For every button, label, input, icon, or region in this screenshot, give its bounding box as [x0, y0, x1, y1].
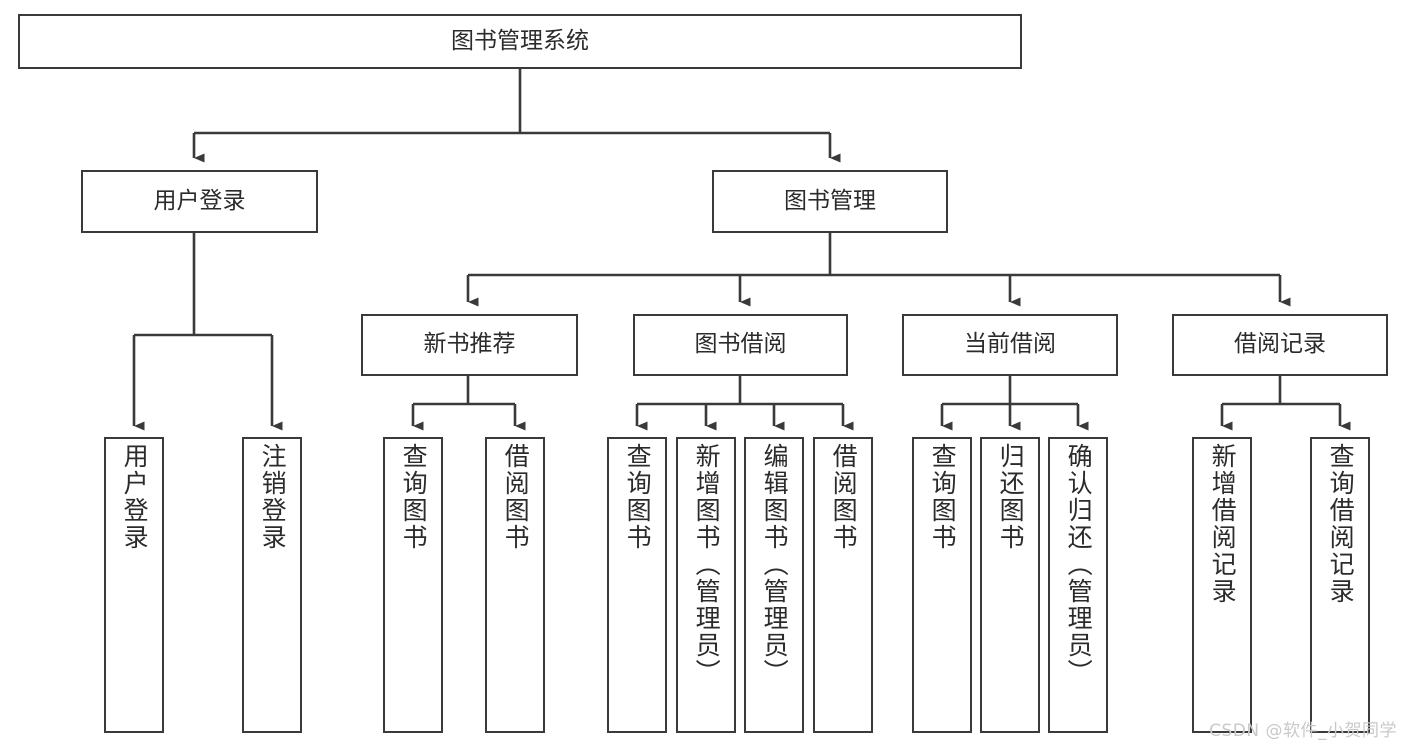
leaf-edit-book-admin[interactable]: 编辑图书（管理员） [744, 437, 804, 733]
node-label: 图书管理系统 [451, 27, 589, 54]
node-label: 新增借阅记录 [1208, 443, 1238, 605]
leaf-add-book-admin[interactable]: 新增图书（管理员） [676, 437, 736, 733]
node-label: 查询图书 [928, 443, 958, 551]
node-label: 借阅图书 [501, 443, 531, 551]
watermark-text: CSDN @软件_小贺同学 [1209, 721, 1397, 741]
node-label: 用户登录 [153, 187, 246, 214]
leaf-query-book-recommend[interactable]: 查询图书 [383, 437, 443, 733]
leaf-borrow-book-recommend[interactable]: 借阅图书 [485, 437, 545, 733]
node-label: 查询图书 [623, 443, 653, 551]
node-label: 确认归还（管理员） [1064, 443, 1094, 686]
node-label: 归还图书 [996, 443, 1026, 551]
leaf-query-book-borrow[interactable]: 查询图书 [607, 437, 667, 733]
node-label: 编辑图书（管理员） [760, 443, 790, 686]
node-label: 借阅记录 [1234, 331, 1326, 358]
leaf-logout-login[interactable]: 注销登录 [242, 437, 302, 733]
node-book-borrow[interactable]: 图书借阅 [633, 314, 848, 376]
leaf-query-borrow-record[interactable]: 查询借阅记录 [1310, 437, 1370, 733]
leaf-add-borrow-record[interactable]: 新增借阅记录 [1192, 437, 1252, 733]
node-label: 查询图书 [399, 443, 429, 551]
node-label: 当前借阅 [964, 331, 1056, 358]
node-label: 新增图书（管理员） [692, 443, 722, 686]
leaf-borrow-book[interactable]: 借阅图书 [813, 437, 873, 733]
node-label: 图书管理 [784, 187, 876, 214]
node-current-borrow[interactable]: 当前借阅 [902, 314, 1118, 376]
leaf-confirm-return-admin[interactable]: 确认归还（管理员） [1048, 437, 1108, 733]
node-label: 图书借阅 [694, 331, 787, 358]
node-borrow-record[interactable]: 借阅记录 [1172, 314, 1388, 376]
node-label: 查询借阅记录 [1326, 443, 1356, 605]
node-label: 用户登录 [120, 443, 150, 551]
node-book-management[interactable]: 图书管理 [712, 170, 948, 233]
node-user-login[interactable]: 用户登录 [81, 170, 318, 233]
node-label: 新书推荐 [423, 331, 516, 358]
leaf-return-book[interactable]: 归还图书 [980, 437, 1040, 733]
node-label: 注销登录 [258, 443, 288, 551]
node-root-system[interactable]: 图书管理系统 [18, 14, 1022, 69]
leaf-user-login[interactable]: 用户登录 [104, 437, 164, 733]
node-label: 借阅图书 [829, 443, 859, 551]
leaf-query-book-current[interactable]: 查询图书 [912, 437, 972, 733]
node-new-book-recommend[interactable]: 新书推荐 [361, 314, 578, 376]
